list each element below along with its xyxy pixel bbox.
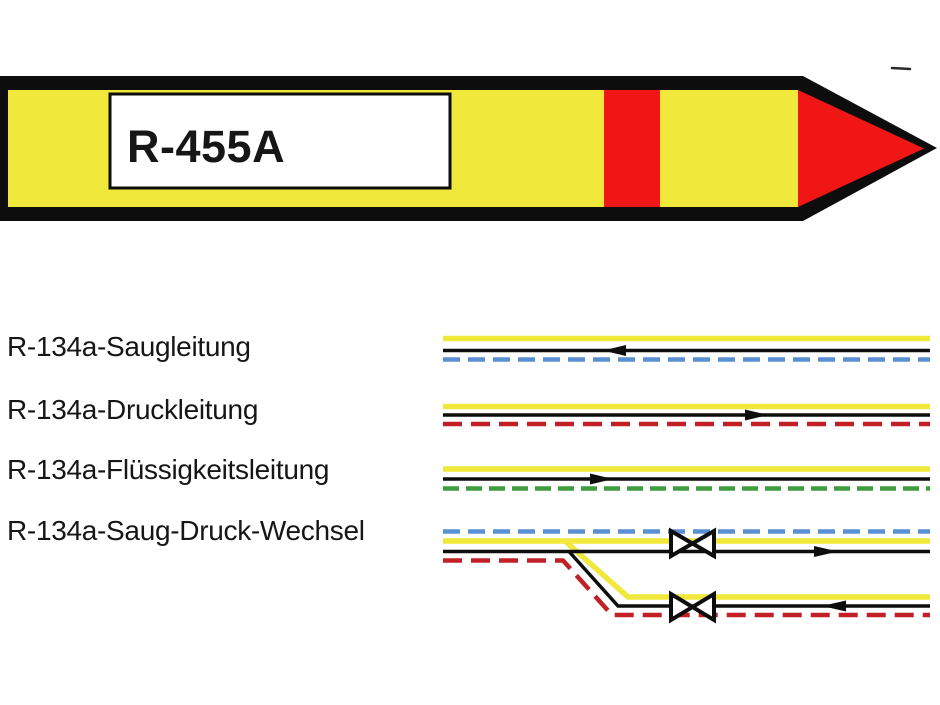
flow-arrow-left-icon <box>822 600 846 612</box>
legend-label-druckleitung: R-134a-Druckleitung <box>7 394 259 425</box>
banner-red-band <box>604 90 660 207</box>
flow-arrow-left-icon <box>603 345 626 356</box>
pipeline-druckleitung <box>443 403 930 427</box>
pipeline-fluessigkeitsleitung <box>443 466 930 491</box>
banner-refrigerant-label: R-455A <box>127 121 286 172</box>
banner-label-box <box>108 92 452 190</box>
flow-arrow-right-icon <box>745 409 768 421</box>
legend-label-fluessigkeitsleitung: R-134a-Flüssigkeitsleitung <box>7 454 330 485</box>
valve-icon <box>669 590 716 624</box>
legend-label-saug-druck-wechsel: R-134a-Saug-Druck-Wechsel <box>7 515 365 546</box>
banner-arrowhead <box>798 90 924 207</box>
stray-dash-mark <box>890 66 912 71</box>
pipeline-saug-druck-wechsel <box>443 527 930 624</box>
valve-icon <box>669 527 716 560</box>
flow-arrow-right-icon <box>590 473 613 485</box>
yellow-branch-line <box>563 538 930 600</box>
pipeline-saugleitung <box>443 335 930 362</box>
red-dashed-branch-line <box>443 558 930 618</box>
flow-arrow-right-icon <box>814 546 838 557</box>
legend-label-saugleitung: R-134a-Saugleitung <box>7 331 251 362</box>
pipe-marker-banner <box>0 66 937 221</box>
